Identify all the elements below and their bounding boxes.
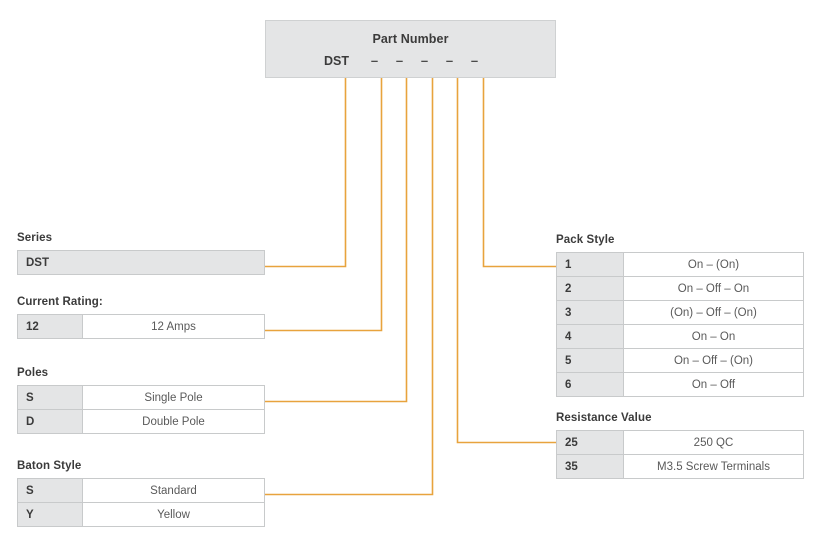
connector-resistance: [456, 78, 556, 444]
section-title-baton-style: Baton Style: [17, 460, 82, 472]
table-row[interactable]: 4 On – On: [556, 324, 804, 349]
section-pack-style: Pack Style 1 On – (On) 2 On – Off – On 3…: [556, 234, 804, 397]
pack-style-code-3: 3: [556, 300, 624, 325]
table-pack-style: 1 On – (On) 2 On – Off – On 3 (On) – Off…: [556, 252, 804, 397]
resistance-code-35: 35: [556, 454, 624, 479]
resistance-desc-25: 250 QC: [623, 430, 804, 455]
table-resistance-value: 25 250 QC 35 M3.5 Screw Terminals: [556, 430, 804, 479]
table-baton-style: S Standard Y Yellow: [17, 478, 265, 527]
pack-style-desc-1: On – (On): [623, 252, 804, 277]
table-series: DST: [17, 250, 265, 275]
baton-style-desc-s: Standard: [82, 478, 265, 503]
section-title-resistance-value: Resistance Value: [556, 412, 652, 424]
series-code-dst: DST: [17, 250, 265, 275]
connector-pack-style: [482, 78, 556, 268]
part-number-slot-4: –: [445, 53, 454, 68]
resistance-code-25: 25: [556, 430, 624, 455]
pack-style-desc-6: On – Off: [623, 372, 804, 397]
section-current-rating: Current Rating: 12 12 Amps: [17, 296, 265, 339]
pack-style-desc-3: (On) – Off – (On): [623, 300, 804, 325]
pack-style-code-2: 2: [556, 276, 624, 301]
pack-style-code-1: 1: [556, 252, 624, 277]
connector-current-rating: [265, 78, 383, 332]
connector-poles: [265, 78, 408, 403]
connector-series: [265, 78, 347, 268]
poles-desc-d: Double Pole: [82, 409, 265, 434]
part-number-slot-2: –: [395, 53, 404, 68]
part-number-prefix: DST: [324, 54, 349, 68]
table-row[interactable]: 2 On – Off – On: [556, 276, 804, 301]
pack-style-code-6: 6: [556, 372, 624, 397]
table-row[interactable]: 25 250 QC: [556, 430, 804, 455]
table-row[interactable]: Y Yellow: [17, 502, 265, 527]
table-row[interactable]: D Double Pole: [17, 409, 265, 434]
table-current-rating: 12 12 Amps: [17, 314, 265, 339]
section-title-series: Series: [17, 232, 53, 244]
table-row[interactable]: 3 (On) – Off – (On): [556, 300, 804, 325]
connector-baton-style: [265, 78, 434, 496]
section-baton-style: Baton Style S Standard Y Yellow: [17, 460, 265, 527]
section-resistance-value: Resistance Value 25 250 QC 35 M3.5 Screw…: [556, 412, 804, 479]
poles-code-d: D: [17, 409, 83, 434]
current-rating-desc-12: 12 Amps: [82, 314, 265, 339]
part-number-slot-3: –: [420, 53, 429, 68]
part-number-title: Part Number: [372, 32, 449, 46]
section-poles: Poles S Single Pole D Double Pole: [17, 367, 265, 434]
pack-style-desc-4: On – On: [623, 324, 804, 349]
part-number-box: Part Number DST – – – – –: [265, 20, 556, 78]
table-row[interactable]: S Single Pole: [17, 385, 265, 410]
pack-style-desc-5: On – Off – (On): [623, 348, 804, 373]
table-row[interactable]: 35 M3.5 Screw Terminals: [556, 454, 804, 479]
section-title-poles: Poles: [17, 367, 49, 379]
pack-style-code-4: 4: [556, 324, 624, 349]
section-title-current-rating: Current Rating:: [17, 296, 103, 308]
poles-code-s: S: [17, 385, 83, 410]
table-row[interactable]: 5 On – Off – (On): [556, 348, 804, 373]
table-row[interactable]: DST: [17, 250, 265, 275]
section-series: Series DST: [17, 232, 265, 275]
table-row[interactable]: 1 On – (On): [556, 252, 804, 277]
part-number-slot-1: –: [370, 53, 379, 68]
part-number-slots: DST – – – – –: [266, 53, 555, 69]
table-poles: S Single Pole D Double Pole: [17, 385, 265, 434]
poles-desc-s: Single Pole: [82, 385, 265, 410]
pack-style-code-5: 5: [556, 348, 624, 373]
baton-style-code-s: S: [17, 478, 83, 503]
table-row[interactable]: 12 12 Amps: [17, 314, 265, 339]
table-row[interactable]: 6 On – Off: [556, 372, 804, 397]
baton-style-code-y: Y: [17, 502, 83, 527]
current-rating-code-12: 12: [17, 314, 83, 339]
section-title-pack-style: Pack Style: [556, 234, 615, 246]
baton-style-desc-y: Yellow: [82, 502, 265, 527]
resistance-desc-35: M3.5 Screw Terminals: [623, 454, 804, 479]
table-row[interactable]: S Standard: [17, 478, 265, 503]
pack-style-desc-2: On – Off – On: [623, 276, 804, 301]
part-number-slot-5: –: [470, 53, 479, 68]
